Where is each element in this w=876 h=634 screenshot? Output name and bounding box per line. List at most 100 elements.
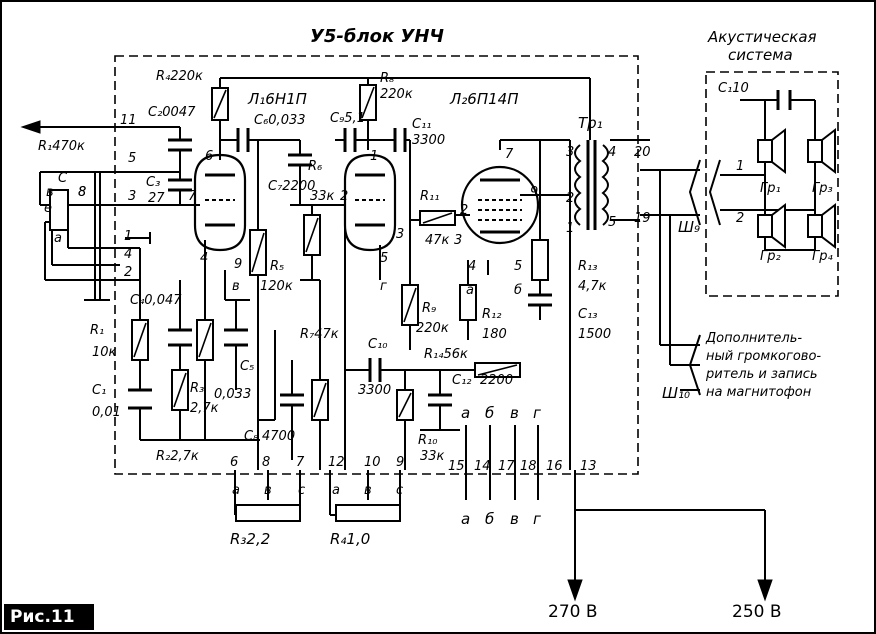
block-title: У5-блок УНЧ xyxy=(310,26,444,47)
label-R4: R₄220к xyxy=(156,69,203,84)
label-C4: C₄0,047 xyxy=(130,293,182,308)
pin-11: 11 xyxy=(120,113,137,128)
misc-14: 5 xyxy=(514,259,522,274)
misc-0: 8 xyxy=(78,185,86,200)
pin-b10: 10 xyxy=(364,455,381,470)
misc-5: 1 xyxy=(370,149,378,164)
speakers xyxy=(757,127,836,250)
speaker-title-line1: Акустическая xyxy=(707,28,817,46)
io-a-bottom: а xyxy=(461,510,470,528)
pin-3: 3 xyxy=(128,189,136,204)
misc-2: 7 xyxy=(188,189,197,204)
label-R5v: 120к xyxy=(260,279,293,294)
label-C5v: 0,033 xyxy=(214,387,251,402)
label-R1v: 10к xyxy=(92,345,117,360)
label-C9: C₉5,1 xyxy=(330,111,365,126)
pin-1: 1 xyxy=(124,229,132,244)
misc-24: 8 xyxy=(78,185,86,200)
label-C13v: 1500 xyxy=(578,327,611,342)
jack-symbols xyxy=(688,159,721,396)
tube-L2 xyxy=(460,165,540,245)
pins-misc: 8 6 7 4 9 1 2 3 5 7 9 2 3 4 5 3 4 2 1 5 … xyxy=(44,145,744,298)
supply-270-arrow xyxy=(567,579,583,602)
label-C8: C₈ xyxy=(244,429,258,444)
label-R13v: 4,7к xyxy=(578,279,607,294)
label-C3v: 27 xyxy=(148,191,165,206)
misc-28: С xyxy=(58,171,68,186)
misc-18: 1 xyxy=(566,221,574,236)
label-C10: C₁₀ xyxy=(368,337,388,352)
label-C12v: 2200 xyxy=(480,373,513,388)
io-v-top: в xyxy=(510,404,519,422)
label-C1: C₁ xyxy=(92,383,106,398)
label-Gr3: Гр₃ xyxy=(812,181,833,196)
speaker-title-line2: система xyxy=(728,46,793,64)
pin-4: 4 xyxy=(124,247,132,262)
label-R1ext: R₁470к xyxy=(38,139,85,154)
pin-b9: 9 xyxy=(396,455,404,470)
misc-1: 6 xyxy=(205,149,213,164)
label-R11: R₁₁ xyxy=(420,189,439,204)
label-R5: R₅ xyxy=(270,259,284,274)
jack10-label: Ш₁₀ xyxy=(662,384,690,402)
pin-letter-a1: а xyxy=(232,483,240,498)
label-Gr1: Гр₁ xyxy=(760,181,781,196)
misc-30: г xyxy=(380,279,387,294)
label-R12v: 180 xyxy=(482,327,507,342)
speaker-Gr1 xyxy=(757,139,773,163)
component-labels: R₁470к C₂0047 C₃ 27 R₄220к R₈ 220к C₆0,0… xyxy=(38,69,833,548)
misc-3: 4 xyxy=(200,251,208,266)
label-C8v: 4700 xyxy=(262,429,295,444)
supply-270-label: 270 В xyxy=(548,602,598,622)
pin-letter-s1: с xyxy=(298,483,305,498)
ext-note-2: ный громкогово- xyxy=(706,349,821,364)
misc-31: а xyxy=(466,283,474,298)
tube-electrodes xyxy=(205,173,520,234)
io-a-top: а xyxy=(461,404,470,422)
label-R8: R₈ xyxy=(380,71,394,86)
misc-13: 4 xyxy=(468,259,476,274)
label-C6: C₆0,033 xyxy=(254,113,306,128)
misc-9: 7 xyxy=(505,147,514,162)
label-Gr4: Гр₄ xyxy=(812,249,833,264)
label-C1v: 0,01 xyxy=(92,405,121,420)
misc-16: 4 xyxy=(608,145,616,160)
speaker-Gr3 xyxy=(807,139,823,163)
ext-note-1: Дополнитель- xyxy=(705,331,802,346)
jack9-label: Ш₉ xyxy=(678,218,700,236)
capacitors xyxy=(128,90,792,410)
misc-17: 2 xyxy=(566,191,574,206)
pin-2: 2 xyxy=(124,265,132,280)
ext-note-4: на магнитофон xyxy=(706,385,812,400)
ext-note: Дополнитель- ный громкогово- ритель и за… xyxy=(705,331,821,400)
misc-6: 2 xyxy=(340,189,348,204)
misc-10: 9 xyxy=(530,185,538,200)
pot-R4 xyxy=(335,504,401,522)
misc-11: 2 xyxy=(460,203,468,218)
label-R13: R₁₃ xyxy=(578,259,597,274)
resistor-R12 xyxy=(459,284,477,321)
io-letters: а б в г а б в г xyxy=(461,404,541,528)
label-C11v: 3300 xyxy=(412,133,445,148)
label-R9v: 220к xyxy=(416,321,449,336)
label-R8v: 220к xyxy=(380,87,413,102)
label-R14: R₁₄56к xyxy=(424,347,468,362)
label-R10: R₁₀ xyxy=(418,433,438,448)
tube-L1-right xyxy=(343,153,397,252)
misc-12: 3 xyxy=(454,233,462,248)
misc-26: е xyxy=(44,201,52,216)
misc-25: в xyxy=(46,185,54,200)
io-g-top: г xyxy=(533,404,541,422)
io-b-bottom: б xyxy=(485,510,494,528)
label-R6v: 33к xyxy=(310,189,335,204)
pin-b8: 8 xyxy=(262,455,270,470)
pin-b15: 15 xyxy=(448,459,465,474)
misc-22: 20 xyxy=(634,145,651,160)
transformer-label: Тр₁ xyxy=(578,114,603,132)
pin-b17: 17 xyxy=(498,459,515,474)
tube2-label: Л₂6П14П xyxy=(449,90,518,108)
label-R12: R₁₂ xyxy=(482,307,501,322)
output-arrow xyxy=(20,120,41,134)
misc-15: 3 xyxy=(566,145,574,160)
